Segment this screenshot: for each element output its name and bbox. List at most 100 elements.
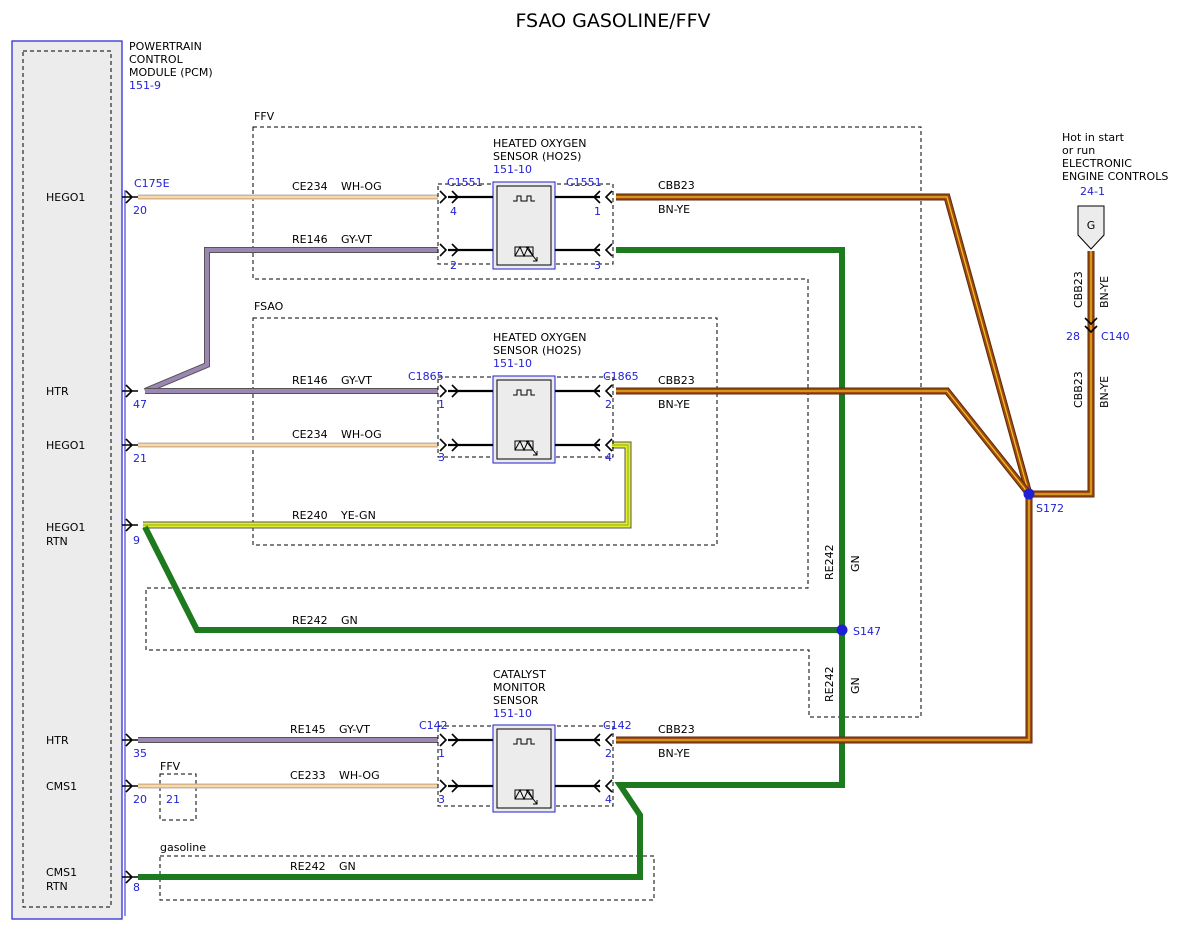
sensor-pin: 4 — [605, 451, 612, 464]
ho2s-upper-sensor — [437, 181, 614, 270]
wire-color-label: GY-VT — [341, 233, 372, 246]
pcm-pin-label: HEGO1 — [46, 439, 85, 452]
sensor-pin: 2 — [450, 259, 457, 272]
wire-re240-stripe — [143, 444, 629, 526]
wire-circuit-label: RE146 — [292, 374, 328, 387]
diagram-title: FSAO GASOLINE/FFV — [515, 10, 710, 32]
wire-re146-upper-fill — [144, 248, 438, 393]
pcm-pin-label: RTN — [46, 535, 68, 548]
wire-cbb23-lower-fill — [616, 494, 1032, 743]
pcm-pin-label: CMS1 — [46, 866, 77, 879]
connector-c142-right: C142 — [603, 719, 632, 732]
pcm-name-line3: MODULE (PCM) — [129, 66, 213, 79]
wire-color-label: WH-OG — [341, 180, 382, 193]
connector-c1865-right: C1865 — [603, 370, 639, 383]
wire-color-label: GN — [341, 614, 358, 627]
wire-color-label: BN-YE — [1098, 376, 1111, 408]
c140-name: C140 — [1101, 330, 1130, 343]
wire-circuit-label: CBB23 — [658, 723, 695, 736]
sensor3-line2: MONITOR — [493, 681, 546, 694]
wire-circuit-label: CBB23 — [658, 374, 695, 387]
ffv-small-zone-label: FFV — [160, 760, 181, 773]
ffv-small-zone-border — [159, 773, 197, 821]
wire-color-label: BN-YE — [658, 747, 690, 760]
pcm-pin-label: HEGO1 — [46, 521, 85, 534]
sensor3-line1: CATALYST — [493, 668, 546, 681]
wire-color-label: GN — [849, 555, 862, 572]
wire-circuit-label: RE242 — [823, 544, 836, 580]
pcm-ref: 151-9 — [129, 79, 161, 92]
power-line1: Hot in start — [1062, 131, 1125, 144]
wire-circuit-label: CE233 — [290, 769, 326, 782]
wire-circuit-label: RE146 — [292, 233, 328, 246]
sensor-pin: 2 — [605, 398, 612, 411]
sensor3-line3: SENSOR — [493, 694, 539, 707]
catalyst-monitor-sensor — [437, 724, 614, 813]
splice-s172-label: S172 — [1036, 502, 1064, 515]
sensor-pin: 1 — [438, 398, 445, 411]
wire-cbb23-upper-stripe — [616, 196, 1030, 495]
sensor1-ref: 151-10 — [493, 163, 532, 176]
connector-c1865-left: C1865 — [408, 370, 444, 383]
wire-color-label: BN-YE — [1098, 276, 1111, 308]
wire-color-label: GN — [339, 860, 356, 873]
ho2s-fsao-sensor — [437, 375, 614, 464]
connector-c1551-left: C1551 — [447, 176, 483, 189]
wire-color-label: BN-YE — [658, 203, 690, 216]
pcm-pin-label: CMS1 — [46, 780, 77, 793]
wire-circuit-label: RE242 — [290, 860, 326, 873]
sensor-pin: 3 — [438, 451, 445, 464]
wire-circuit-label: RE145 — [290, 723, 326, 736]
ffv-zone-label: FFV — [254, 110, 275, 123]
pcm-name-line2: CONTROL — [129, 53, 184, 66]
pcm-pin-number: 20 — [133, 204, 147, 217]
wire-color-label: GY-VT — [341, 374, 372, 387]
sensor2-line2: SENSOR (HO2S) — [493, 344, 581, 357]
pcm-pin-number: 20 — [133, 793, 147, 806]
ffv-zone-border — [145, 126, 922, 718]
splice-s147-label: S147 — [853, 625, 881, 638]
wire-color-label: WH-OG — [341, 428, 382, 441]
sensor-pin: 3 — [438, 793, 445, 806]
sensor-pin: 3 — [594, 259, 601, 272]
wire-circuit-label: CBB23 — [658, 179, 695, 192]
wire-color-label: GY-VT — [339, 723, 370, 736]
wire-cbb23-lower — [616, 494, 1033, 744]
pcm-pin-number: 8 — [133, 881, 140, 894]
pcm-pin-label: RTN — [46, 880, 68, 893]
power-line3: ELECTRONIC — [1062, 157, 1132, 170]
wire-circuit-label: CE234 — [292, 180, 328, 193]
wire-color-label: BN-YE — [658, 398, 690, 411]
wire-cbb23-lower-stripe — [616, 494, 1030, 741]
pcm-pin-number: 9 — [133, 534, 140, 547]
wire-cbb23-upper-fill — [616, 194, 1032, 495]
pcm-pin-label: HEGO1 — [46, 191, 85, 204]
power-line4: ENGINE CONTROLS — [1062, 170, 1168, 183]
inline-connector-c140-icon — [1084, 317, 1098, 334]
sensor-pin: 1 — [594, 205, 601, 218]
wire-color-label: YE-GN — [340, 509, 376, 522]
pcm-pin-number: 21 — [133, 452, 147, 465]
wire-harness — [138, 193, 1095, 880]
c140-pin: 28 — [1066, 330, 1080, 343]
sensor3-ref: 151-10 — [493, 707, 532, 720]
pcm-pin-number: 35 — [133, 747, 147, 760]
wire-circuit-label: CE234 — [292, 428, 328, 441]
fuse-icon — [1077, 205, 1105, 250]
power-ref: 24-1 — [1080, 185, 1105, 198]
wire-color-label: WH-OG — [339, 769, 380, 782]
wire-re146-upper — [143, 247, 438, 394]
wire-cbb23-upper — [616, 193, 1033, 495]
sensor1-line2: SENSOR (HO2S) — [493, 150, 581, 163]
wire-cbb23-mid-stripe — [616, 390, 1030, 495]
splice-s172-dot — [1023, 488, 1035, 500]
connector-c142-left: C142 — [419, 719, 448, 732]
fsao-zone-border — [252, 317, 718, 546]
wire-re242-vertical — [138, 247, 845, 880]
pcm-module — [11, 40, 126, 920]
pcm-name-line1: POWERTRAIN — [129, 40, 202, 53]
wire-circuit-label: RE242 — [292, 614, 328, 627]
wire-color-label: GN — [849, 677, 862, 694]
gasoline-zone-label: gasoline — [160, 841, 206, 854]
